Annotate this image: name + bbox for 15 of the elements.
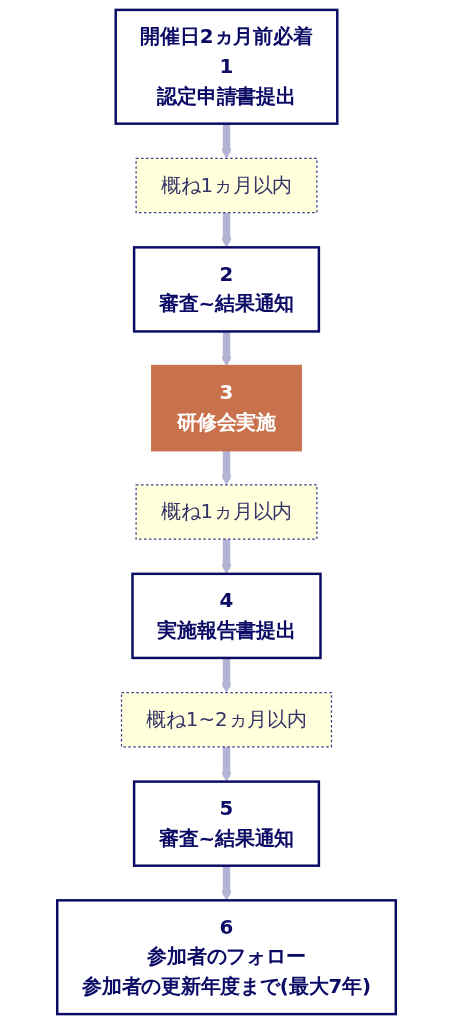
arrow xyxy=(221,122,232,159)
node-box: 概ね1ヵ月以内 xyxy=(135,484,318,540)
node-box: 開催日2ヵ月前必着 1 認定申請書提出 xyxy=(114,8,339,125)
node-box: 4 実施報告書提出 xyxy=(131,572,322,660)
node-box: 概ね1~2ヵ月以内 xyxy=(120,691,333,748)
arrow xyxy=(221,657,232,694)
node-box: 3 研修会実施 xyxy=(151,364,302,452)
arrow xyxy=(221,211,232,248)
arrow xyxy=(221,330,232,367)
node-box: 2 審査~結果通知 xyxy=(132,246,321,333)
arrow xyxy=(221,864,232,901)
node-box: 6 参加者のフォロー 参加者の更新年度まで(最大7年) xyxy=(55,899,398,1016)
node-box: 概ね1ヵ月以内 xyxy=(135,157,318,214)
arrow xyxy=(221,449,232,486)
node-box: 5 審査~結果通知 xyxy=(132,780,321,867)
